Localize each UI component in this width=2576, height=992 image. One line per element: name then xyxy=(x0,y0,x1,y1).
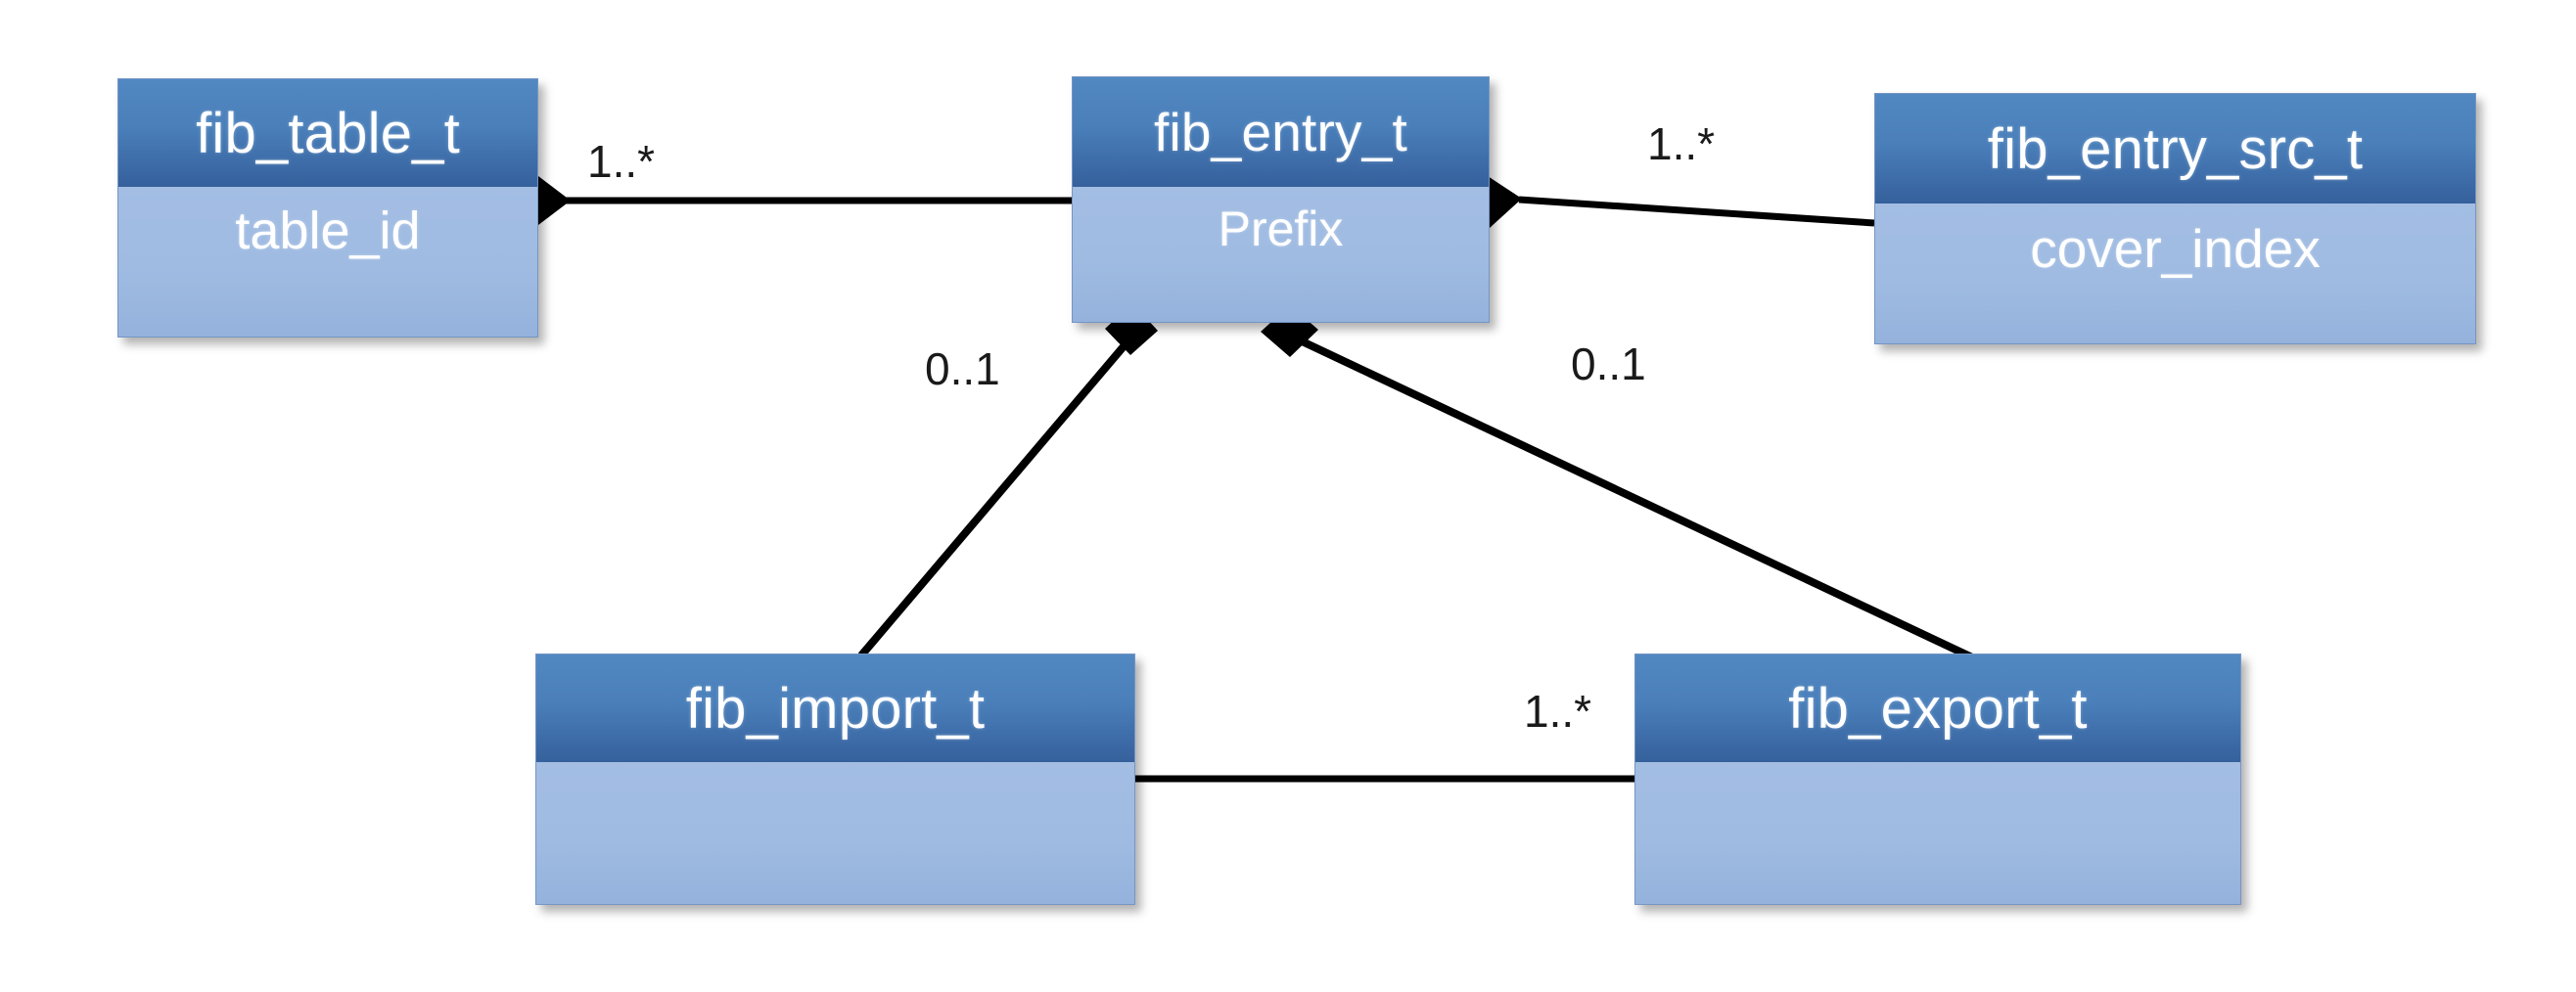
multiplicity-label-entry-import: 0..1 xyxy=(925,343,1000,394)
uml-class-fib-export-t[interactable]: fib_export_t xyxy=(1634,654,2241,905)
class-attributes xyxy=(536,762,1134,904)
class-attributes: cover_index xyxy=(1875,203,2475,343)
multiplicity-label-entry-export: 0..1 xyxy=(1571,338,1646,389)
uml-class-fib-entry-src-t[interactable]: fib_entry_src_t cover_index xyxy=(1874,93,2476,344)
class-header: fib_entry_t xyxy=(1073,77,1489,187)
class-header: fib_import_t xyxy=(536,654,1134,762)
multiplicity-label-table-entry: 1..* xyxy=(587,136,656,187)
uml-class-fib-entry-t[interactable]: fib_entry_t Prefix xyxy=(1072,76,1490,323)
class-attributes: Prefix xyxy=(1073,187,1489,322)
clipped-text-strip xyxy=(0,0,2576,5)
class-header: fib_export_t xyxy=(1635,654,2240,762)
class-name: fib_table_t xyxy=(196,101,460,165)
class-attribute: Prefix xyxy=(1218,202,1344,256)
class-header: fib_table_t xyxy=(118,79,537,187)
multiplicity-label-import-export: 1..* xyxy=(1524,686,1592,737)
class-attributes xyxy=(1635,762,2240,904)
class-name: fib_entry_t xyxy=(1153,102,1408,162)
multiplicity-label-entry-src: 1..* xyxy=(1647,118,1716,169)
class-name: fib_import_t xyxy=(685,676,986,741)
class-name: fib_export_t xyxy=(1788,676,2088,741)
class-header: fib_entry_src_t xyxy=(1875,94,2475,203)
uml-class-fib-import-t[interactable]: fib_import_t xyxy=(535,654,1135,905)
class-name: fib_entry_src_t xyxy=(1987,116,2364,181)
edge-fib-import-to-fib-export xyxy=(1135,754,1686,804)
filled-arrow-marker xyxy=(1485,174,1522,228)
uml-class-fib-table-t[interactable]: fib_table_t table_id xyxy=(117,78,538,338)
class-attribute: table_id xyxy=(235,202,421,260)
class-attribute: cover_index xyxy=(2030,218,2321,279)
edge-fib-entry-to-fib-entry-src xyxy=(1485,174,1875,228)
class-attributes: table_id xyxy=(118,187,537,337)
edge-line xyxy=(1518,196,1875,227)
edge-fib-entry-to-fib-import xyxy=(857,303,1158,658)
